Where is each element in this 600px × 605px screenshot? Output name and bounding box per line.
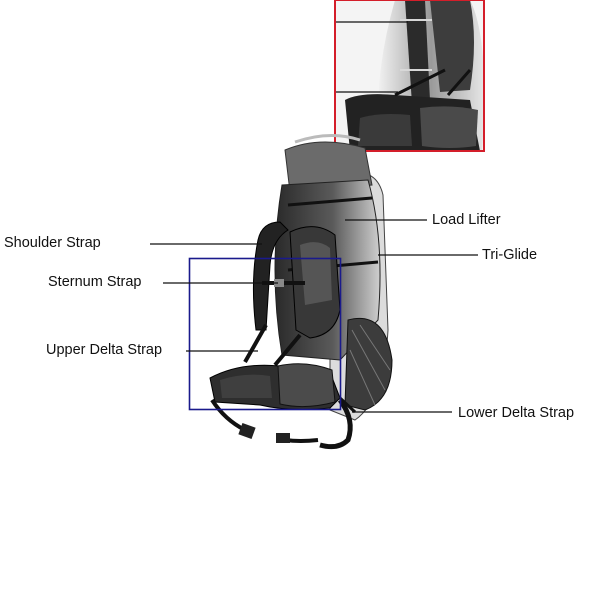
inset-frame bbox=[334, 0, 485, 152]
backpack-illustration bbox=[209, 133, 393, 450]
label-sternum-strap: Sternum Strap bbox=[48, 274, 142, 290]
label-load-lifter: Load Lifter bbox=[432, 212, 501, 228]
highlight-box bbox=[188, 257, 342, 411]
inset-leader-lines bbox=[335, 21, 408, 93]
label-upper-delta-strap: Upper Delta Strap bbox=[46, 342, 163, 358]
label-tri-glide: Tri-Glide bbox=[482, 247, 538, 263]
inset-detail-image bbox=[335, 0, 484, 151]
label-shoulder-strap: Shoulder Strap bbox=[4, 235, 101, 251]
label-lower-delta-strap: Lower Delta Strap bbox=[458, 405, 575, 421]
leader-lines bbox=[150, 219, 478, 413]
